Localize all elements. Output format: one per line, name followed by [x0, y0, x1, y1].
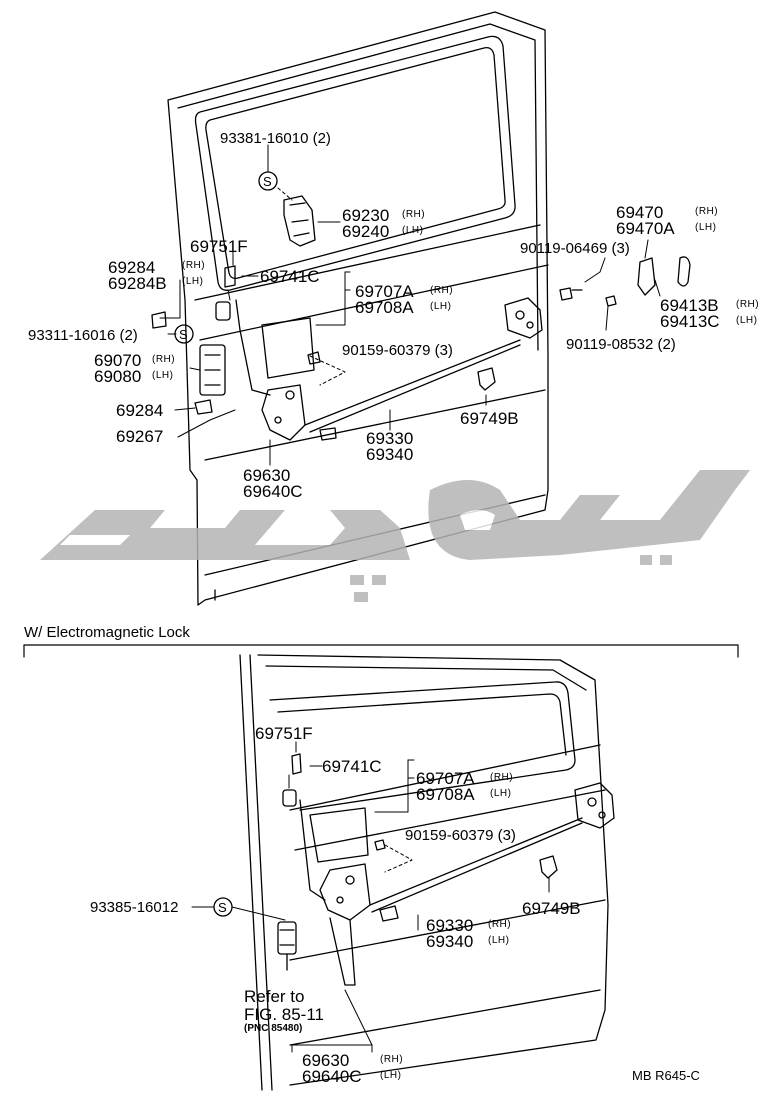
qualifier-lh: (LH) [402, 225, 424, 236]
label-69284-b: 69284 [116, 401, 164, 420]
qualifier-rh: (RH) [182, 260, 206, 271]
label-69284: 69284 [108, 258, 156, 277]
bottom-actuator [277, 921, 297, 971]
watermark-logo [40, 470, 750, 602]
refer-pnc-text: (PNC 85480) [244, 1023, 303, 1034]
qualifier-rh: (RH) [380, 1054, 404, 1065]
qualifier-rh: (RH) [152, 354, 176, 365]
top-latch-assembly [235, 299, 521, 441]
label-69741C: 69741C [322, 757, 382, 776]
qualifier-lh: (LH) [182, 276, 204, 287]
qualifier-rh: (RH) [490, 772, 514, 783]
bottom-leader-lines [191, 741, 550, 1053]
label-69340: 69340 [366, 445, 414, 464]
s-symbol-text: S [179, 327, 188, 342]
top-s-symbol-2 [174, 324, 194, 344]
refer-fig-text: FIG. 85-11 [244, 1005, 324, 1024]
label-69630: 69630 [243, 466, 291, 485]
label-69707A: 69707A [355, 282, 414, 301]
top-inside-handle [199, 344, 226, 396]
qualifier-rh: (RH) [430, 285, 454, 296]
label-69267: 69267 [116, 427, 164, 446]
label-69284B: 69284B [108, 274, 167, 293]
top-outside-handle [283, 195, 316, 247]
figure-code: MB R645-C [632, 1068, 700, 1083]
label-69749B: 69749B [522, 899, 581, 918]
top-small-parts [151, 256, 691, 415]
label-69751F: 69751F [190, 237, 248, 256]
section-divider [23, 644, 739, 658]
label-69340: 69340 [426, 932, 474, 951]
top-door-outline [167, 11, 549, 606]
label-69230: 69230 [342, 206, 390, 225]
section-title: W/ Electromagnetic Lock [24, 624, 190, 641]
qualifier-rh: (RH) [695, 206, 719, 217]
label-69640C: 69640C [302, 1067, 362, 1086]
label-69470A: 69470A [616, 219, 675, 238]
label-69080: 69080 [94, 367, 142, 386]
bottom-door-outline [239, 654, 609, 1091]
label-69070: 69070 [94, 351, 142, 370]
label-69741C: 69741C [260, 267, 320, 286]
label-90159-60379: 90159-60379 (3) [342, 342, 453, 359]
bottom-small-parts [282, 753, 386, 851]
label-69749B: 69749B [460, 409, 519, 428]
label-69413C: 69413C [660, 312, 720, 331]
label-93381-16010: 93381-16010 (2) [220, 130, 331, 147]
qualifier-rh: (RH) [402, 209, 426, 220]
bottom-s-symbol [213, 897, 233, 917]
label-69330: 69330 [366, 429, 414, 448]
top-bracket-69749 [477, 367, 496, 391]
qualifier-lh: (LH) [488, 935, 510, 946]
label-69630: 69630 [302, 1051, 350, 1070]
bottom-latch-assembly [299, 799, 583, 986]
qualifier-lh: (LH) [490, 788, 512, 799]
label-69330: 69330 [426, 916, 474, 935]
label-69708A: 69708A [355, 298, 414, 317]
label-69640C: 69640C [243, 482, 303, 501]
label-93385-16012: 93385-16012 [90, 899, 179, 916]
top-s-symbol-1 [258, 171, 278, 191]
label-69751F: 69751F [255, 724, 313, 743]
label-90159-60379: 90159-60379 (3) [405, 827, 516, 844]
qualifier-lh: (LH) [380, 1070, 402, 1081]
bottom-rear-lock [574, 782, 615, 829]
s-symbol-text: S [218, 900, 227, 915]
refer-to-text: Refer to [244, 987, 305, 1006]
top-rear-lock [504, 297, 543, 339]
qualifier-lh: (LH) [430, 301, 452, 312]
label-69413B: 69413B [660, 296, 719, 315]
qualifier-lh: (LH) [695, 222, 717, 233]
s-symbol-text: S [263, 174, 272, 189]
qualifier-rh: (RH) [736, 299, 760, 310]
label-69470: 69470 [616, 203, 664, 222]
top-leader-lines [159, 144, 661, 466]
label-93311-16016: 93311-16016 (2) [28, 327, 138, 344]
label-69240: 69240 [342, 222, 390, 241]
qualifier-lh: (LH) [152, 370, 174, 381]
label-90119-08532: 90119-08532 (2) [566, 336, 676, 353]
label-69708A: 69708A [416, 785, 475, 804]
bottom-bracket-69749 [539, 855, 558, 879]
qualifier-rh: (RH) [488, 919, 512, 930]
label-69707A: 69707A [416, 769, 475, 788]
qualifier-lh: (LH) [736, 315, 758, 326]
label-90119-06469: 90119-06469 (3) [520, 240, 630, 257]
